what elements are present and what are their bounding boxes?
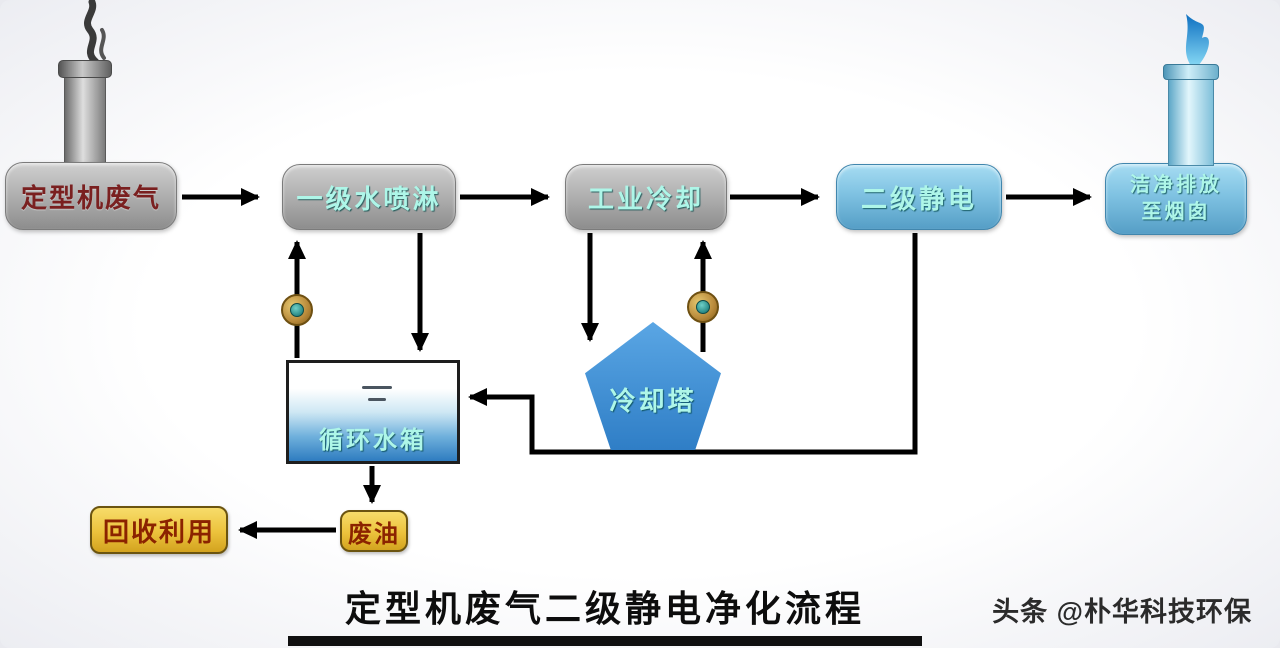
pump-icon: [281, 294, 313, 326]
watermark-text: 头条 @朴华科技环保: [992, 597, 1252, 627]
node-circulating-water-tank: 循环水箱: [286, 360, 460, 464]
outlet-chimney-icon: [1168, 70, 1214, 166]
node-second-stage-electrostatic: 二级静电: [836, 164, 1002, 230]
source-chimney-cap-icon: [58, 60, 112, 78]
water-level-icon: [362, 386, 392, 389]
node-setting-machine-waste-gas: 定型机废气: [5, 162, 177, 230]
flame-icon: [1186, 14, 1209, 70]
node-clean-discharge: 洁净排放 至烟囱: [1105, 163, 1247, 235]
pump-icon: [687, 291, 719, 323]
node-label: 二级静电: [860, 184, 977, 214]
node-label-line2: 至烟囱: [1141, 201, 1211, 223]
diagram-title: 定型机废气二级静电净化流程: [344, 589, 865, 629]
outlet-chimney-cap-icon: [1163, 64, 1219, 80]
node-first-stage-water-spray: 一级水喷淋: [282, 164, 456, 230]
node-waste-oil: 废油: [340, 510, 408, 552]
node-label: 一级水喷淋: [296, 184, 442, 214]
node-label: 废油: [348, 521, 400, 548]
node-label: 循环水箱: [319, 428, 427, 454]
pump-impeller-icon: [696, 300, 710, 314]
source-chimney-icon: [64, 68, 106, 168]
node-recycle-reuse: 回收利用: [90, 506, 228, 554]
node-industrial-cooling: 工业冷却: [565, 164, 727, 230]
node-label-line1: 洁净排放: [1130, 174, 1222, 196]
smoke-icon: [84, 0, 106, 64]
node-label: 工业冷却: [587, 184, 704, 214]
node-label: 冷却塔: [609, 386, 697, 416]
title-underline: [288, 636, 922, 646]
node-label: 定型机废气: [20, 183, 161, 213]
pump-impeller-icon: [290, 303, 304, 317]
node-cooling-tower: 冷却塔: [585, 322, 721, 450]
water-level-icon: [368, 398, 386, 401]
node-label: 回收利用: [102, 517, 215, 547]
